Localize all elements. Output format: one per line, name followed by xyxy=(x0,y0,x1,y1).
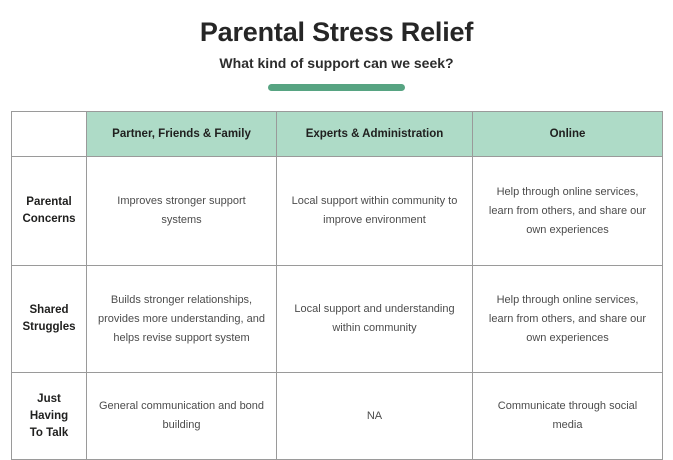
support-matrix-container: Partner, Friends & Family Experts & Admi… xyxy=(11,111,663,460)
cell-parental-concerns-partner: Improves stronger support systems xyxy=(86,156,277,266)
row-header-shared-struggles: Shared Struggles xyxy=(11,265,87,373)
cell-parental-concerns-experts: Local support within community to improv… xyxy=(276,156,473,266)
cell-parental-concerns-online: Help through online services, learn from… xyxy=(472,156,663,266)
page-subtitle: What kind of support can we seek? xyxy=(219,55,454,71)
cell-just-having-to-talk-partner: General communication and bond building xyxy=(86,372,277,460)
table-header: Partner, Friends & Family Experts & Admi… xyxy=(11,111,663,157)
page-title: Parental Stress Relief xyxy=(199,17,474,47)
table-row: Parental Concerns Improves stronger supp… xyxy=(11,156,663,266)
table-row: Shared Struggles Builds stronger relatio… xyxy=(11,265,663,373)
column-header-partner-friends-family: Partner, Friends & Family xyxy=(86,111,277,157)
accent-divider-bar xyxy=(268,84,405,91)
cell-just-having-to-talk-online: Communicate through social media xyxy=(472,372,663,460)
table-header-row: Partner, Friends & Family Experts & Admi… xyxy=(11,111,663,157)
column-header-experts-administration: Experts & Administration xyxy=(276,111,473,157)
cell-shared-struggles-experts: Local support and understanding within c… xyxy=(276,265,473,373)
table-body: Parental Concerns Improves stronger supp… xyxy=(11,156,663,460)
support-matrix-table: Partner, Friends & Family Experts & Admi… xyxy=(11,111,663,460)
cell-shared-struggles-partner: Builds stronger relationships, provides … xyxy=(86,265,277,373)
divider-container xyxy=(0,84,673,91)
table-row: Just Having To Talk General communicatio… xyxy=(11,372,663,460)
page-header: Parental Stress Relief What kind of supp… xyxy=(0,0,673,91)
row-header-parental-concerns: Parental Concerns xyxy=(11,156,87,266)
row-header-just-having-to-talk: Just Having To Talk xyxy=(11,372,87,460)
cell-shared-struggles-online: Help through online services, learn from… xyxy=(472,265,663,373)
column-header-online: Online xyxy=(472,111,663,157)
table-corner-cell xyxy=(11,111,87,157)
cell-just-having-to-talk-experts: NA xyxy=(276,372,473,460)
